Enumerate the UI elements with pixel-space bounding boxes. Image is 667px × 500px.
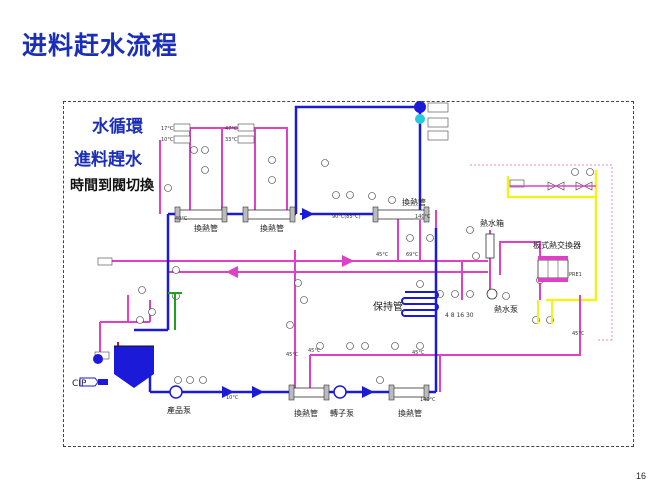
temp-69: 69°C [406, 252, 419, 258]
label-feed-drive-water: 進料趕水 [74, 149, 143, 170]
label-water-cycle: 水循環 [92, 116, 144, 137]
tag-box [427, 130, 449, 141]
label-rotor-pump: 轉子泵 [330, 408, 354, 418]
diagram-frame [63, 101, 634, 447]
label-valve-switch: 時間到閥切換 [70, 177, 155, 194]
process-lines [134, 105, 438, 394]
label-plate-exchanger: 板式熱交換器 [533, 240, 581, 250]
cable-line [470, 164, 613, 340]
label-heat-exchanger-5: 換熱管 [398, 408, 422, 418]
label-holding-tube: 保持管 [373, 300, 403, 313]
hot-water-tank-shape [485, 233, 495, 259]
feed-indicator-icon [414, 101, 426, 113]
tag-group [94, 123, 525, 360]
rotor-pump-icon [333, 385, 347, 399]
label-hot-water-pump: 熱水泵 [494, 304, 518, 314]
label-sequence: 4 8 16 30 [445, 312, 474, 319]
temp-40: 40°C [175, 216, 188, 222]
signal-lines [506, 170, 598, 302]
temp-33: 33°C [225, 137, 238, 143]
temp-90: 90°C(85°C) [332, 214, 361, 220]
heat-exchanger-1 [174, 206, 228, 223]
label-heat-exchanger-3: 換熱管 [402, 197, 426, 207]
label-heat-exchanger-4: 換熱管 [294, 408, 318, 418]
temp-45c: 45°C [412, 350, 425, 356]
label-heat-exchanger-2: 換熱管 [260, 223, 284, 233]
temp-10: 10°C [161, 137, 174, 143]
label-pre1: PRE1 [569, 272, 582, 278]
temp-10b: 10°C [226, 395, 239, 401]
heat-exchanger-5 [388, 384, 430, 401]
temp-45b: 45°C [286, 352, 299, 358]
product-pump-icon [169, 385, 183, 399]
label-hot-water-tank: 熱水箱 [480, 218, 504, 228]
page-number: 16 [636, 471, 647, 481]
hot-water-pump-icon [486, 288, 498, 300]
heat-exchanger-2 [242, 206, 296, 223]
label-cip: CIP [72, 379, 87, 389]
slide-title: 进料赶水流程 [22, 31, 179, 60]
feed-pump-icon [93, 354, 103, 364]
temp-140a: 140°C [415, 214, 431, 220]
heat-exchanger-4 [288, 384, 330, 401]
hot-water-lines [98, 127, 581, 392]
temp-45e: 45°C [308, 348, 321, 354]
tag-box [427, 117, 449, 128]
heat-exchanger-3 [372, 206, 430, 223]
label-heat-exchanger-1: 換熱管 [194, 223, 218, 233]
temp-47: 47°C [225, 126, 238, 132]
water-indicator-icon [415, 114, 425, 124]
holding-tube-coil [401, 291, 439, 317]
cip-arrow-icon [79, 377, 99, 387]
feed-tank [114, 345, 154, 388]
tag-box [427, 102, 449, 113]
temp-45a: 45°C [376, 252, 389, 258]
plate-exchanger-shape [537, 256, 569, 282]
temp-17: 17°C [161, 126, 174, 132]
label-product-pump: 產品泵 [167, 405, 191, 415]
gauge-group [136, 146, 594, 384]
temp-45d: 45°C [572, 331, 585, 337]
temp-140b: 140°C [420, 397, 436, 403]
